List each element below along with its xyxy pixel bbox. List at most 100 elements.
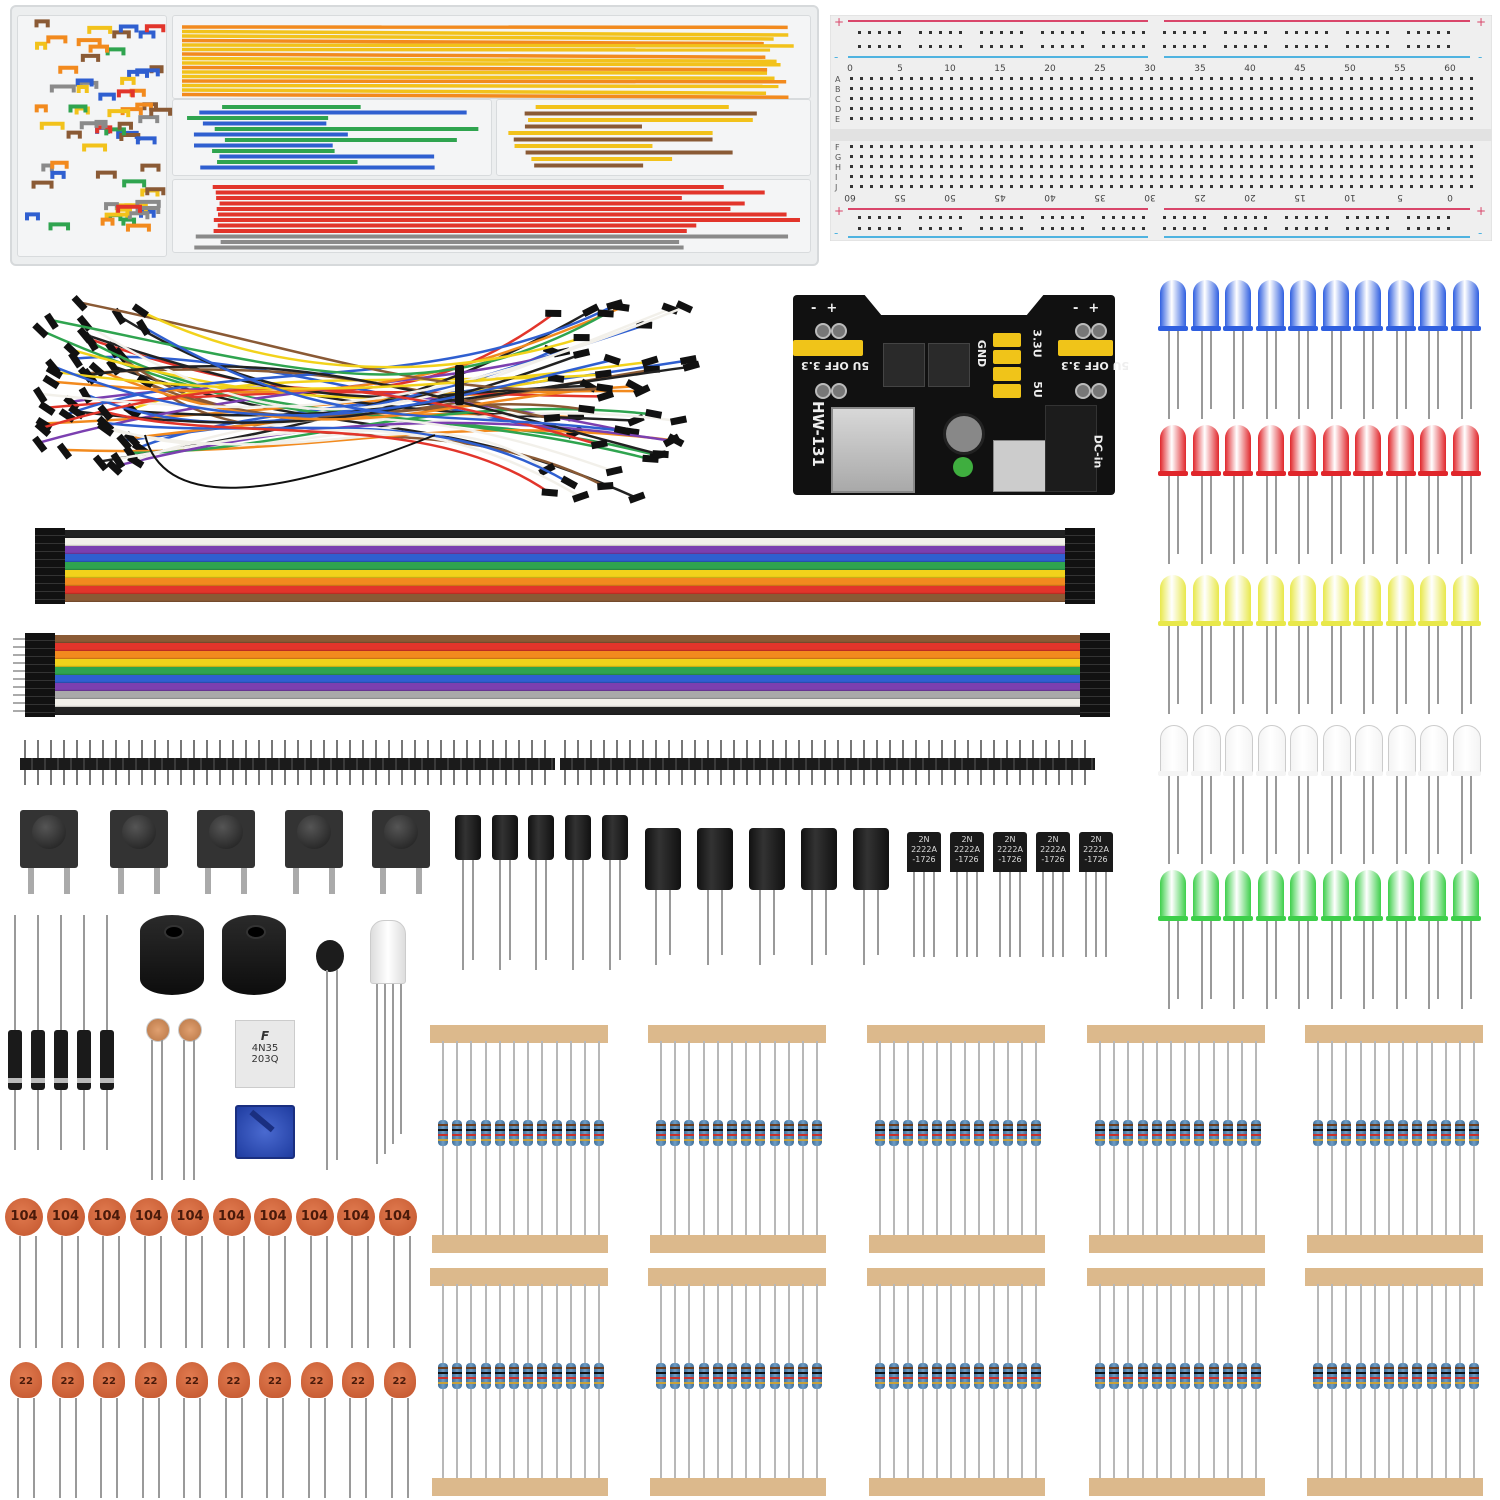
resistor-band — [783, 1139, 794, 1141]
resistor-band — [1440, 1139, 1451, 1141]
led-leg — [1428, 921, 1430, 1009]
resistor-band — [656, 1382, 666, 1384]
resistor-band — [1166, 1139, 1176, 1141]
optocoupler-logo: F — [260, 1029, 270, 1043]
dupont-connector — [594, 369, 612, 379]
resistor-band — [1313, 1124, 1323, 1126]
resistor — [889, 1363, 900, 1389]
resistor-band — [494, 1134, 505, 1136]
resistor-band — [466, 1377, 477, 1379]
ceramic-capacitor-104: 104 — [337, 1198, 375, 1236]
resistor-band — [594, 1129, 605, 1131]
resistor-band — [875, 1372, 885, 1374]
resistor-band — [1123, 1129, 1134, 1131]
resistor-band — [509, 1124, 519, 1126]
minus-label: - — [811, 301, 817, 316]
led-leg — [1242, 626, 1244, 704]
column-number: 50 — [944, 192, 956, 202]
resistor — [466, 1120, 477, 1146]
ribbon-wire — [50, 691, 1085, 699]
dupont-connector — [633, 384, 651, 398]
resistor-band — [1017, 1382, 1027, 1384]
resistor — [1341, 1363, 1352, 1389]
resistor-band — [1341, 1367, 1352, 1369]
column-number: 10 — [1344, 192, 1356, 202]
resistor-band — [656, 1372, 666, 1374]
resistor-band — [523, 1134, 534, 1136]
cap-leg — [811, 890, 813, 965]
led-leg — [1307, 331, 1309, 409]
resistor-band — [452, 1367, 463, 1369]
button-leg — [380, 868, 386, 894]
resistor-band — [931, 1134, 942, 1136]
resistor-band — [727, 1377, 737, 1379]
resistor-band — [1412, 1134, 1423, 1136]
push-button-cap — [384, 815, 418, 849]
cap-leg — [408, 1236, 411, 1348]
resistor-band — [1251, 1134, 1262, 1136]
led-flange — [1450, 771, 1481, 776]
led-leg — [1372, 626, 1374, 704]
led-leg — [1200, 331, 1203, 419]
jumper-wire — [181, 65, 768, 72]
resistor-band — [480, 1372, 491, 1374]
resistor-band — [1002, 1382, 1013, 1384]
led-green — [1160, 870, 1186, 918]
transistor-marking: -1726 — [912, 855, 936, 864]
led-leg — [1242, 776, 1244, 854]
led-leg — [1168, 921, 1170, 1009]
resistor-band — [509, 1139, 519, 1141]
led-blue — [1160, 280, 1186, 328]
short-jumper-wire — [112, 30, 131, 39]
led-flange — [1190, 916, 1221, 921]
short-jumper-wire — [58, 65, 79, 74]
column-number: 5 — [897, 64, 903, 74]
resistor — [1208, 1363, 1219, 1389]
dupont-connector — [110, 451, 126, 470]
led-leg — [1460, 776, 1463, 864]
cap-leg — [224, 1398, 227, 1498]
led-flange — [1450, 471, 1481, 476]
resistor-band — [1194, 1382, 1205, 1384]
ribbon-wire — [60, 578, 1070, 586]
resistor-band — [712, 1134, 723, 1136]
transistor-leg — [1019, 872, 1021, 957]
resistor-band — [594, 1367, 605, 1369]
resistor-band — [1455, 1372, 1465, 1374]
resistor-band — [755, 1124, 766, 1126]
ceramic-capacitor-104: 104 — [212, 1198, 251, 1236]
led-red — [1355, 425, 1381, 473]
short-jumper-wire — [100, 217, 115, 226]
column-number: 55 — [894, 192, 905, 202]
resistor-band — [1180, 1372, 1191, 1374]
resistor-band — [1440, 1382, 1451, 1384]
transistor-leg — [1085, 872, 1087, 957]
resistor-band — [1095, 1372, 1105, 1374]
short-jumper-wire — [122, 179, 147, 188]
resistor-band — [1095, 1134, 1105, 1136]
led-flange — [1385, 471, 1416, 476]
led-flange — [1320, 771, 1351, 776]
led-red — [1452, 425, 1479, 473]
resistor-band — [494, 1372, 505, 1374]
dupont-wire — [87, 365, 661, 456]
resistor-band — [580, 1382, 590, 1384]
resistor-band — [1327, 1129, 1338, 1131]
resistor-band — [580, 1129, 590, 1131]
transistor-marking: 2222A — [997, 845, 1023, 854]
cap-leg — [863, 890, 865, 965]
ribbon-wire — [50, 635, 1085, 643]
electrolytic-capacitor-small — [602, 815, 628, 860]
resistor-band — [988, 1129, 999, 1131]
power-led — [953, 457, 973, 477]
ceramic-capacitor-104: 104 — [254, 1198, 292, 1236]
row-letter: C — [835, 95, 841, 104]
resistor-band — [509, 1129, 519, 1131]
short-jumper-wire — [120, 76, 136, 85]
led-leg — [1209, 626, 1212, 704]
resistor — [1455, 1120, 1465, 1146]
led-flange — [1450, 621, 1481, 626]
resistor-band — [960, 1124, 971, 1126]
led-leg — [1404, 626, 1407, 704]
